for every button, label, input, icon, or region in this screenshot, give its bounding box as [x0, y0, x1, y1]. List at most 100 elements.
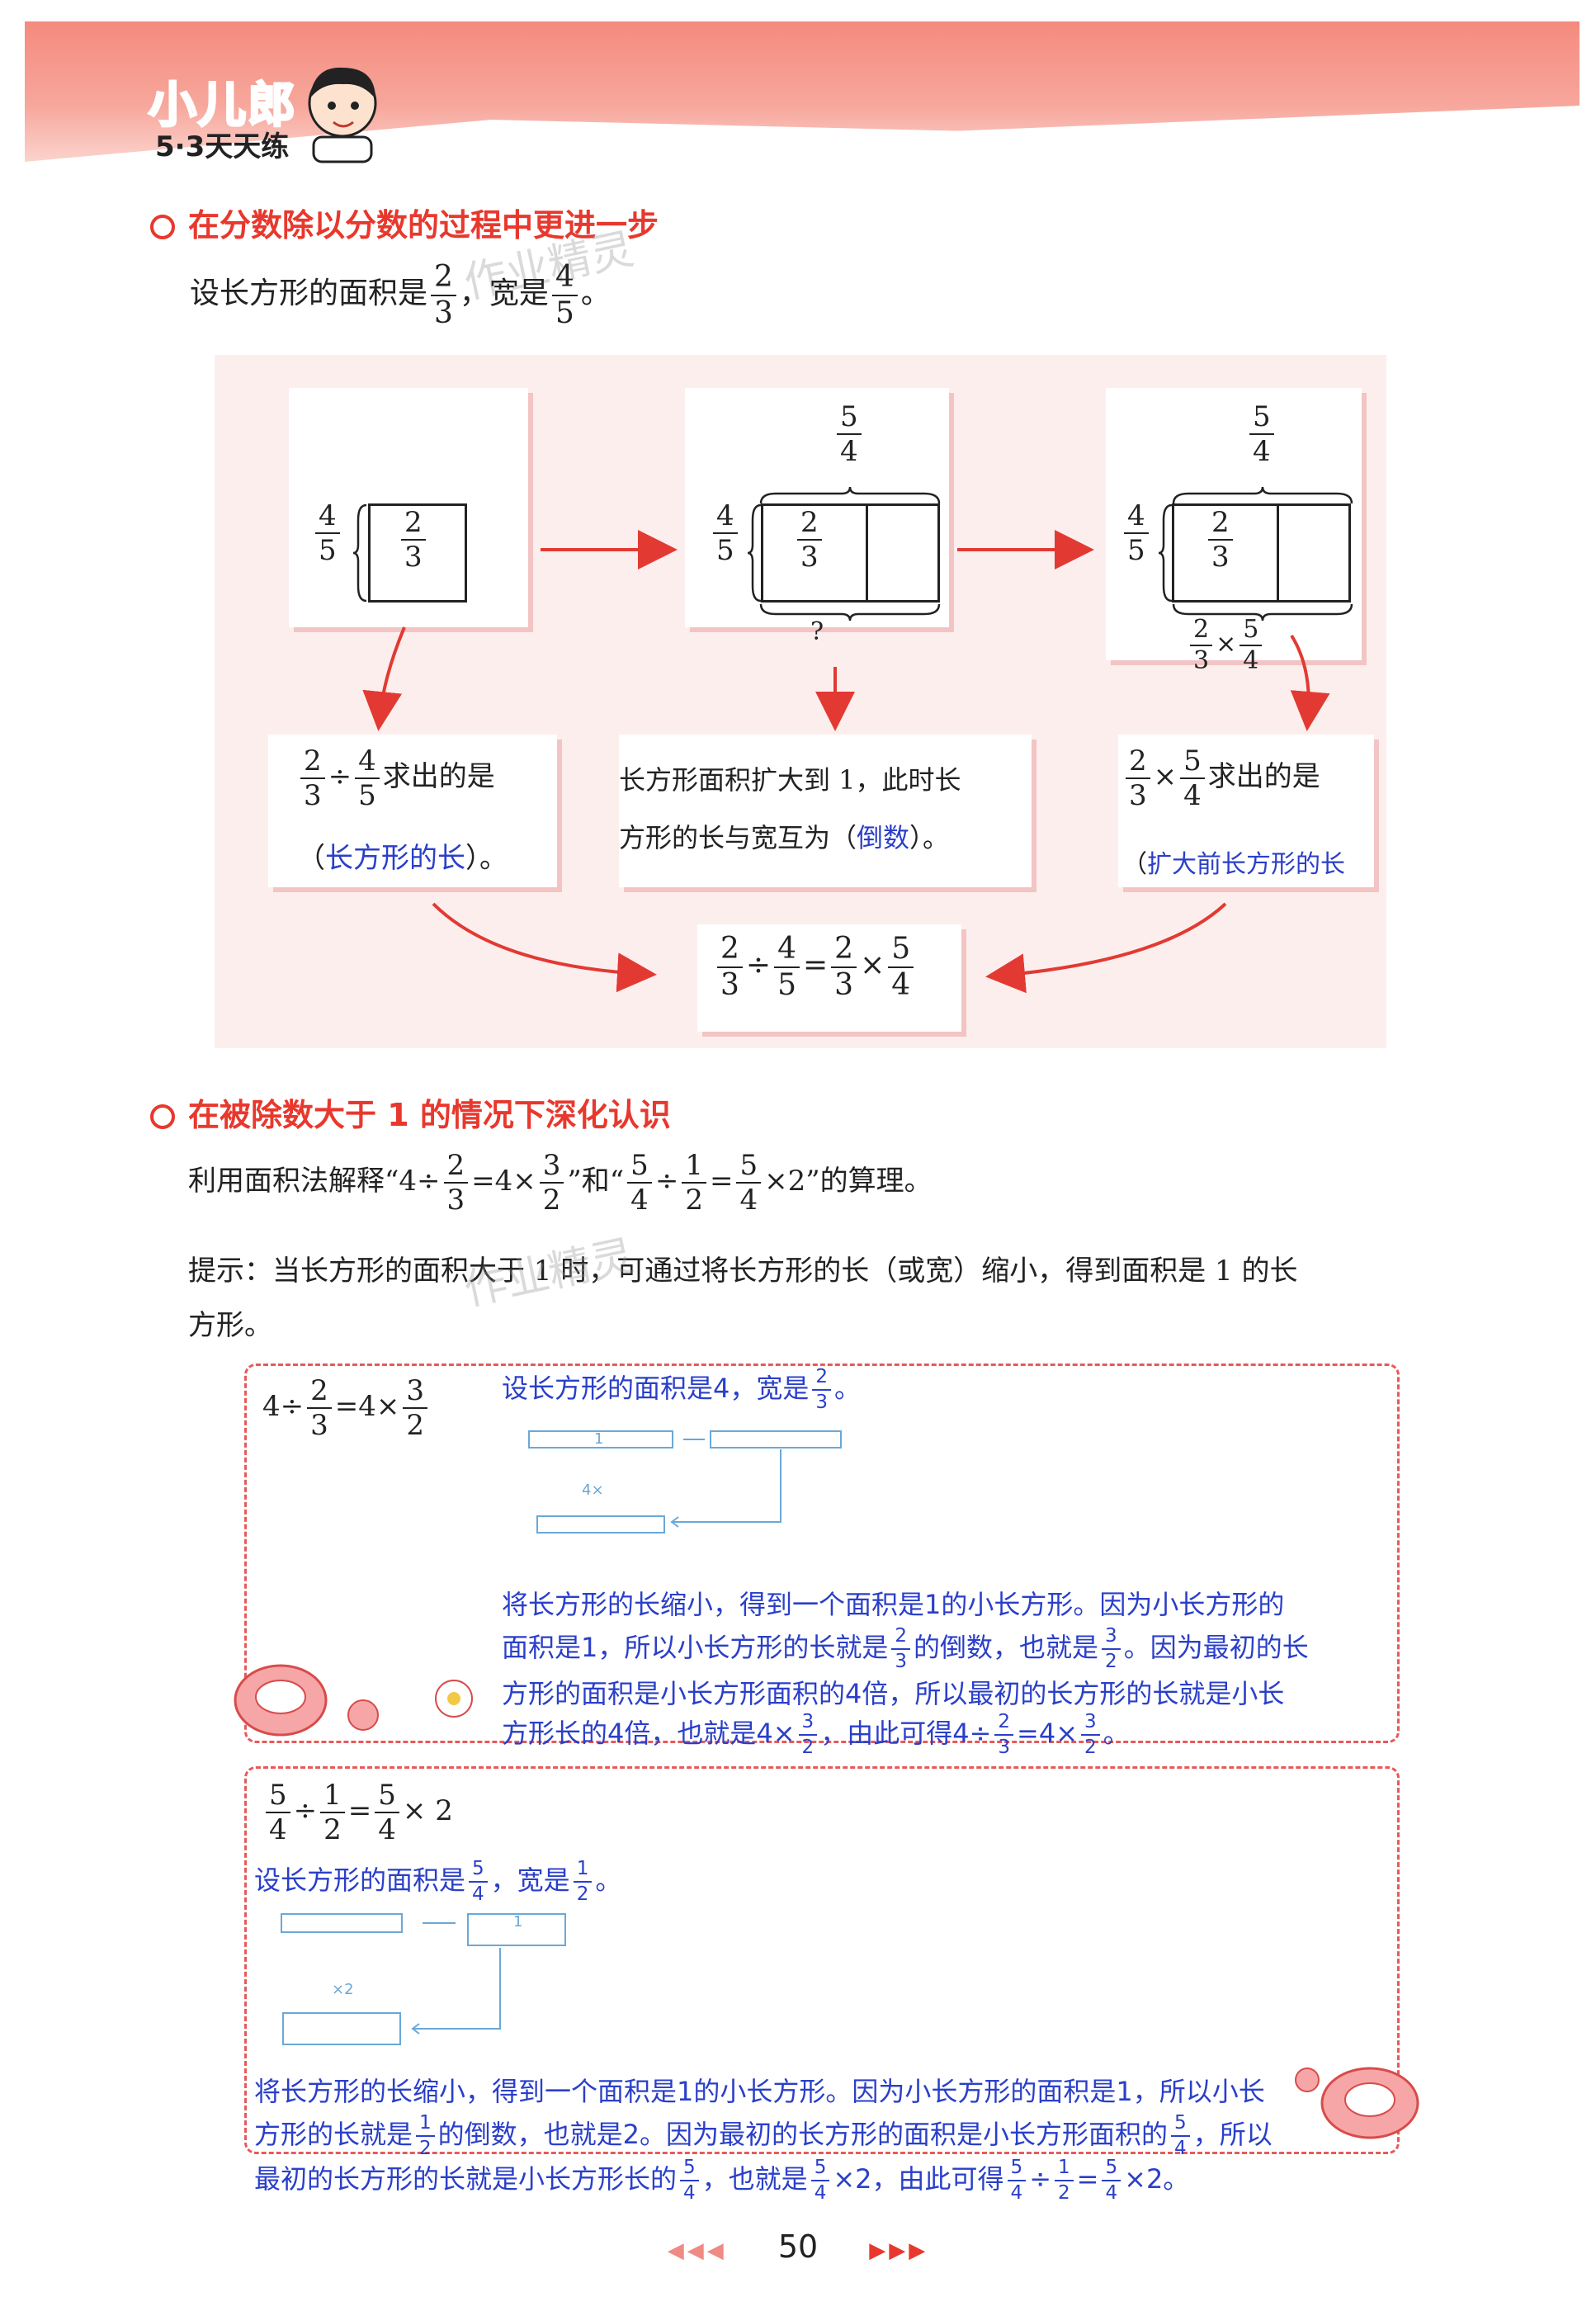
denominator: 2 — [1058, 2182, 1070, 2204]
numerator: 5 — [736, 1151, 762, 1184]
box1-line4c: =4× — [1017, 1718, 1079, 1749]
result2-line2-prefix: 方形的长与宽互为（ — [619, 822, 857, 853]
eq-tail: × 2 — [402, 1794, 453, 1827]
denominator: 5 — [777, 968, 796, 1002]
intro-prefix: 设长方形的面积是 — [190, 276, 428, 310]
box2-line3c: ×2，由此可得 — [833, 2163, 1004, 2195]
denominator: 4 — [1183, 779, 1202, 812]
sketch2-arrows — [411, 1922, 501, 2035]
numerator: 5 — [469, 1859, 488, 1883]
denominator: 2 — [323, 1813, 342, 1846]
hint-line-2: 方形。 — [188, 1309, 272, 1342]
numerator: 2 — [1208, 508, 1233, 541]
denominator: 3 — [404, 541, 423, 574]
box2-line3d: ÷ — [1029, 2163, 1051, 2195]
eq-term: 4× — [358, 1390, 400, 1423]
denominator: 3 — [815, 1392, 829, 1413]
result1-card — [268, 735, 557, 887]
denominator: 4 — [683, 2182, 696, 2204]
numerator: 5 — [1180, 747, 1205, 779]
denominator: 3 — [446, 1184, 465, 1217]
eq-term: 4 — [262, 1390, 281, 1423]
period: 。 — [834, 1373, 862, 1404]
arrow-down-3 — [1290, 634, 1330, 731]
close-paren: ）。 — [465, 842, 508, 875]
numerator: 5 — [888, 934, 914, 968]
denominator: 2 — [406, 1409, 425, 1442]
result3-text: 求出的是 — [1207, 760, 1320, 793]
box1-line4d: 。 — [1103, 1718, 1130, 1749]
hint-line-1: 提示：当长方形的面积大于 1 时，可通过将长方形的长（或宽）缩小，得到面积是 1… — [188, 1255, 1298, 1288]
sketch2-label-2: ×2 — [332, 1981, 354, 1998]
numerator: 5 — [1102, 2157, 1121, 2181]
box1-line2b: 的倒数，也就是 — [914, 1632, 1099, 1663]
numerator: 5 — [1239, 617, 1263, 646]
box2-line0b: ，宽是 — [490, 1864, 570, 1896]
denominator: 3 — [310, 1409, 328, 1442]
numerator: 3 — [403, 1377, 428, 1409]
step2-rect-right — [866, 503, 940, 603]
numerator: 5 — [1249, 403, 1274, 435]
box1-line2a: 面积是1，所以小长方形的长就是 — [502, 1632, 889, 1663]
numerator: 2 — [443, 1151, 469, 1184]
task-prefix: 利用面积法解释“4 — [188, 1165, 418, 1198]
task-suffix: ×2”的算理。 — [764, 1165, 933, 1198]
section-title-1-text: 在分数除以分数的过程中更进一步 — [188, 207, 659, 243]
page-number-text: 50 — [777, 2228, 819, 2265]
brace-icon — [1172, 603, 1353, 621]
box2-line0-text: 设长方形的面积是 — [254, 1864, 466, 1896]
numerator: 5 — [1171, 2113, 1190, 2137]
sketch1-arrows — [670, 1439, 781, 1528]
close-paren: ）。 — [909, 822, 950, 853]
denominator: 2 — [1084, 1737, 1097, 1758]
numerator: 5 — [810, 2157, 830, 2181]
denominator: 4 — [472, 1883, 484, 1905]
numerator: 2 — [431, 262, 456, 296]
brace-icon — [748, 503, 762, 603]
page-right-arrows-icon: ▶▶▶ — [869, 2238, 929, 2263]
denominator: 2 — [419, 2138, 432, 2159]
diagram-arrows — [362, 530, 1330, 994]
denominator: 5 — [319, 534, 337, 567]
result3-answer: 扩大前长方形的长 — [1147, 850, 1345, 879]
denominator: 4 — [630, 1184, 649, 1217]
result2-line1: 长方形面积扩大到 1，此时长 — [619, 764, 961, 796]
brand-logo: 小儿郎 — [147, 76, 298, 135]
denominator: 3 — [834, 968, 854, 1002]
numerator: 2 — [797, 508, 822, 541]
denominator: 5 — [1127, 534, 1145, 567]
result2-answer: 倒数 — [857, 822, 910, 853]
equals-sign: = — [802, 948, 829, 982]
denominator: 4 — [1010, 2182, 1023, 2204]
open-paren: （ — [297, 842, 325, 875]
boy-mascot-icon — [308, 67, 377, 163]
box2-line3a: 最初的长方形的长就是小长方形长的 — [254, 2163, 678, 2195]
numerator: 3 — [1102, 1626, 1121, 1650]
brace-icon — [1172, 487, 1353, 504]
result2-card — [619, 735, 1032, 887]
decorative-food-icon — [1295, 2067, 1419, 2139]
sketch2-rect-c — [282, 2012, 401, 2045]
final-equation-card — [697, 924, 961, 1032]
times-sign: × — [860, 948, 885, 982]
brace-icon — [759, 603, 941, 621]
watermark: 作业精灵 — [460, 1231, 639, 1316]
box2-line2b: 的倒数，也就是2。因为最初的长方形的面积是小长方形面积的 — [437, 2119, 1169, 2150]
denominator: 2 — [685, 1184, 703, 1217]
box1-line1: 将长方形的长缩小，得到一个面积是1的小长方形。因为小长方形的 — [502, 1589, 1285, 1620]
decorative-food-icon — [234, 1664, 473, 1737]
numerator: 3 — [539, 1151, 564, 1184]
denominator: 3 — [1211, 541, 1230, 574]
numerator: 5 — [266, 1781, 290, 1813]
step1-rect — [368, 503, 467, 603]
step2-rect-left — [761, 503, 868, 603]
